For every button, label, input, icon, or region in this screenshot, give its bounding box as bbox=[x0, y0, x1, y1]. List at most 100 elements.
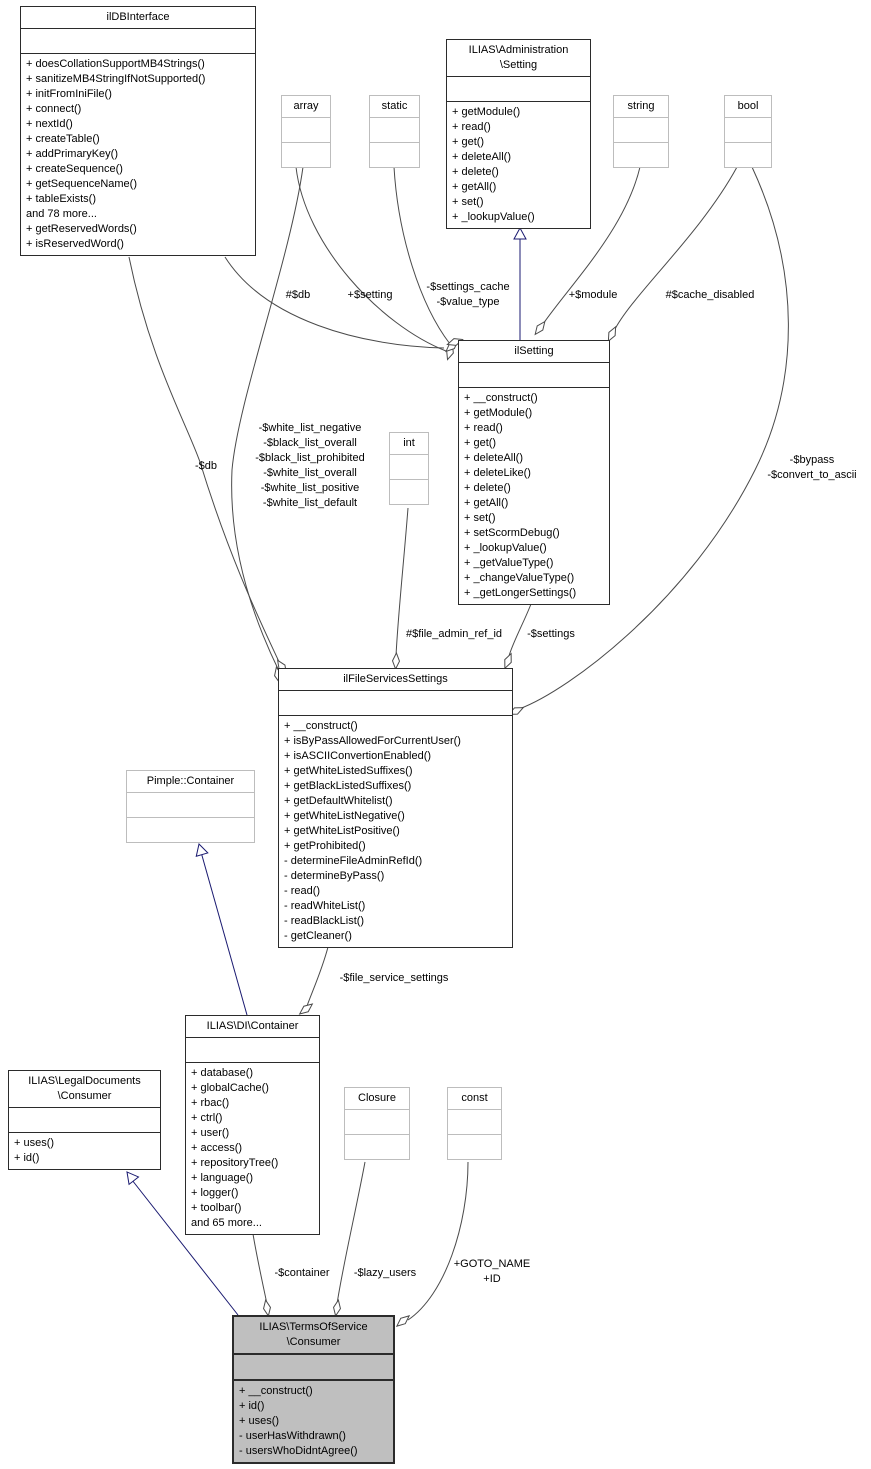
attributes-compartment bbox=[614, 118, 668, 143]
text-line: + _lookupValue() bbox=[452, 211, 535, 223]
edge-label-goto-name-id: +GOTO_NAME+ID bbox=[454, 1257, 531, 1287]
text-line: + getWhiteListPositive() bbox=[284, 825, 400, 837]
text-line: + deleteAll() bbox=[452, 151, 512, 163]
text-line: + set() bbox=[464, 512, 496, 524]
methods-compartment: + getModule() + read() + get() + deleteAll(… bbox=[447, 102, 590, 228]
text-line: + _changeValueType() bbox=[464, 572, 575, 584]
text-line: + __construct() bbox=[239, 1385, 313, 1397]
aggregation-diamond bbox=[263, 1298, 271, 1318]
attributes-compartment bbox=[127, 793, 254, 818]
edge-label-settings-minus: -$settings bbox=[527, 628, 575, 640]
text-line: - usersWhoDidntAgree() bbox=[239, 1445, 358, 1457]
methods-compartment: + __construct()+ id()+ uses()- userHasWi… bbox=[234, 1381, 393, 1462]
text-line: - userHasWithdrawn() bbox=[239, 1430, 346, 1442]
attributes-compartment bbox=[345, 1110, 409, 1135]
text-line: + _getValueType() bbox=[464, 557, 554, 569]
text-line: -$bypass bbox=[789, 454, 835, 466]
text-line: + createTable() bbox=[26, 133, 100, 145]
aggregation-diamond bbox=[391, 651, 401, 671]
edge-const-tosconsumer bbox=[407, 1161, 469, 1321]
text-line: + isByPassAllowedForCurrentUser() bbox=[284, 735, 461, 747]
aggregation-diamond bbox=[534, 320, 546, 336]
type-static: static bbox=[369, 95, 420, 168]
methods-compartment bbox=[282, 143, 330, 167]
text-line: and 65 more... bbox=[191, 1217, 262, 1229]
text-line: + _lookupValue() bbox=[464, 542, 547, 554]
text-line: -$black_list_overall bbox=[263, 437, 357, 449]
class-pimple-container: Pimple::Container bbox=[126, 770, 255, 843]
text-line: + toolbar() bbox=[191, 1202, 242, 1214]
text-line: + globalCache() bbox=[191, 1082, 269, 1094]
text-line: + getProhibited() bbox=[284, 840, 366, 852]
text-line: - read() bbox=[284, 885, 321, 897]
class-title: Pimple::Container bbox=[127, 771, 254, 793]
type-int: int bbox=[389, 432, 429, 505]
text-line: + __construct() bbox=[284, 720, 358, 732]
attributes-compartment bbox=[370, 118, 419, 143]
text-line: - determineFileAdminRefId() bbox=[284, 855, 423, 867]
attributes-compartment bbox=[447, 77, 590, 102]
inheritance-arrow bbox=[195, 842, 209, 857]
text-line: - readBlackList() bbox=[284, 915, 365, 927]
text-line: + get() bbox=[464, 437, 497, 449]
text-line: + getModule() bbox=[452, 106, 521, 118]
methods-compartment: + uses()+ id() bbox=[9, 1133, 160, 1169]
edge-label-file-service-settings: -$file_service_settings bbox=[339, 972, 449, 984]
text-line: + read() bbox=[452, 121, 491, 133]
attributes-compartment bbox=[234, 1355, 393, 1381]
methods-compartment bbox=[370, 143, 419, 167]
class-title: static bbox=[370, 96, 419, 118]
edge-string-ilsetting bbox=[542, 166, 641, 325]
class-ilias-legaldocuments-consumer: ILIAS\LegalDocuments\Consumer + uses()+ … bbox=[8, 1070, 161, 1170]
edge-label-white-lists: -$white_list_negative-$black_list_overal… bbox=[255, 421, 364, 511]
text-line: + setScormDebug() bbox=[464, 527, 560, 539]
text-line: + id() bbox=[239, 1400, 265, 1412]
edge-static-ilsetting bbox=[393, 166, 451, 345]
methods-compartment: + doesCollationSupportMB4Strings()+ sani… bbox=[21, 54, 255, 255]
text-line: \Consumer bbox=[57, 1090, 112, 1102]
edge-array-ilsetting bbox=[295, 166, 447, 352]
text-line: and 78 more... bbox=[26, 208, 97, 220]
class-title: bool bbox=[725, 96, 771, 118]
edge-inherit-tosconsumer-legalconsumer bbox=[131, 1179, 239, 1316]
text-line: + getWhiteListedSuffixes() bbox=[284, 765, 413, 777]
methods-compartment bbox=[345, 1135, 409, 1159]
text-line: + delete() bbox=[452, 166, 499, 178]
methods-compartment bbox=[725, 143, 771, 167]
attributes-compartment bbox=[390, 455, 428, 480]
class-title: string bbox=[614, 96, 668, 118]
text-line: + getReservedWords() bbox=[26, 223, 137, 235]
text-line: + repositoryTree() bbox=[191, 1157, 279, 1169]
text-line: + isReservedWord() bbox=[26, 238, 124, 250]
text-line: -$black_list_prohibited bbox=[255, 452, 365, 464]
text-line: + connect() bbox=[26, 103, 82, 115]
attributes-compartment bbox=[21, 29, 255, 54]
attributes-compartment bbox=[9, 1108, 160, 1133]
text-line: -$convert_to_ascii bbox=[767, 469, 857, 481]
edge-label-lazy-users: -$lazy_users bbox=[353, 1267, 417, 1279]
methods-compartment bbox=[614, 143, 668, 167]
attributes-compartment bbox=[186, 1038, 319, 1063]
attributes-compartment bbox=[279, 691, 512, 716]
edge-label-db-hash: #$db bbox=[285, 289, 311, 301]
edge-dbinterface-ilsetting bbox=[224, 256, 445, 349]
text-line: + user() bbox=[191, 1127, 230, 1139]
text-line: +GOTO_NAME bbox=[453, 1258, 531, 1270]
edge-label-bypass: -$bypass -$convert_to_ascii bbox=[767, 453, 856, 483]
edge-bool-ilsetting bbox=[613, 166, 738, 332]
text-line: ILIAS\Administration bbox=[468, 44, 569, 56]
edge-closure-tosconsumer bbox=[336, 1161, 366, 1305]
text-line: + sanitizeMB4StringIfNotSupported() bbox=[26, 73, 206, 85]
class-title: int bbox=[390, 433, 428, 455]
text-line: + language() bbox=[191, 1172, 254, 1184]
text-line: + get() bbox=[452, 136, 485, 148]
text-line: + addPrimaryKey() bbox=[26, 148, 119, 160]
text-line: -$settings_cache bbox=[426, 281, 510, 293]
aggregation-diamond bbox=[395, 1315, 411, 1327]
type-closure: Closure bbox=[344, 1087, 410, 1160]
edge-inherit-dicontainer-pimple bbox=[200, 851, 248, 1016]
class-title: const bbox=[448, 1088, 501, 1110]
text-line: -$value_type bbox=[436, 296, 500, 308]
